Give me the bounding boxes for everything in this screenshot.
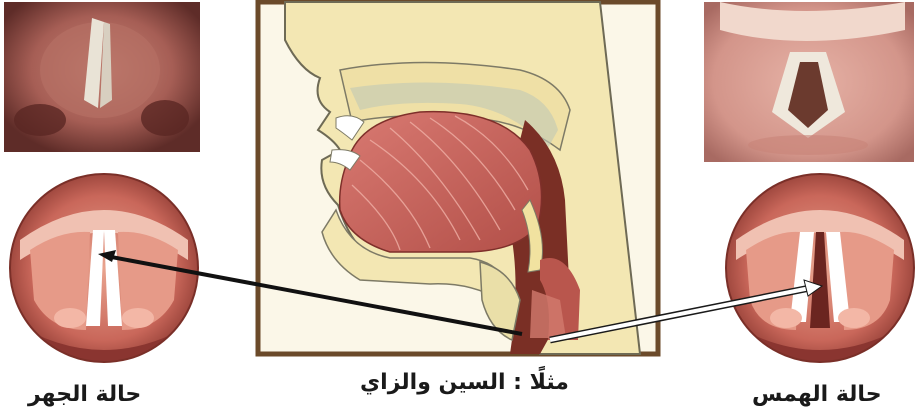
voiced-caption: حالة الجهر: [28, 382, 141, 407]
voiceless-folds-diagram: [726, 174, 914, 362]
voiceless-larynx-photo: [704, 2, 914, 162]
example-caption: مثلًا : السين والزاي: [360, 370, 569, 395]
head-section-panel: [258, 2, 658, 354]
voiceless-caption: حالة الهمس: [752, 382, 882, 407]
voiced-larynx-photo: [4, 2, 200, 152]
